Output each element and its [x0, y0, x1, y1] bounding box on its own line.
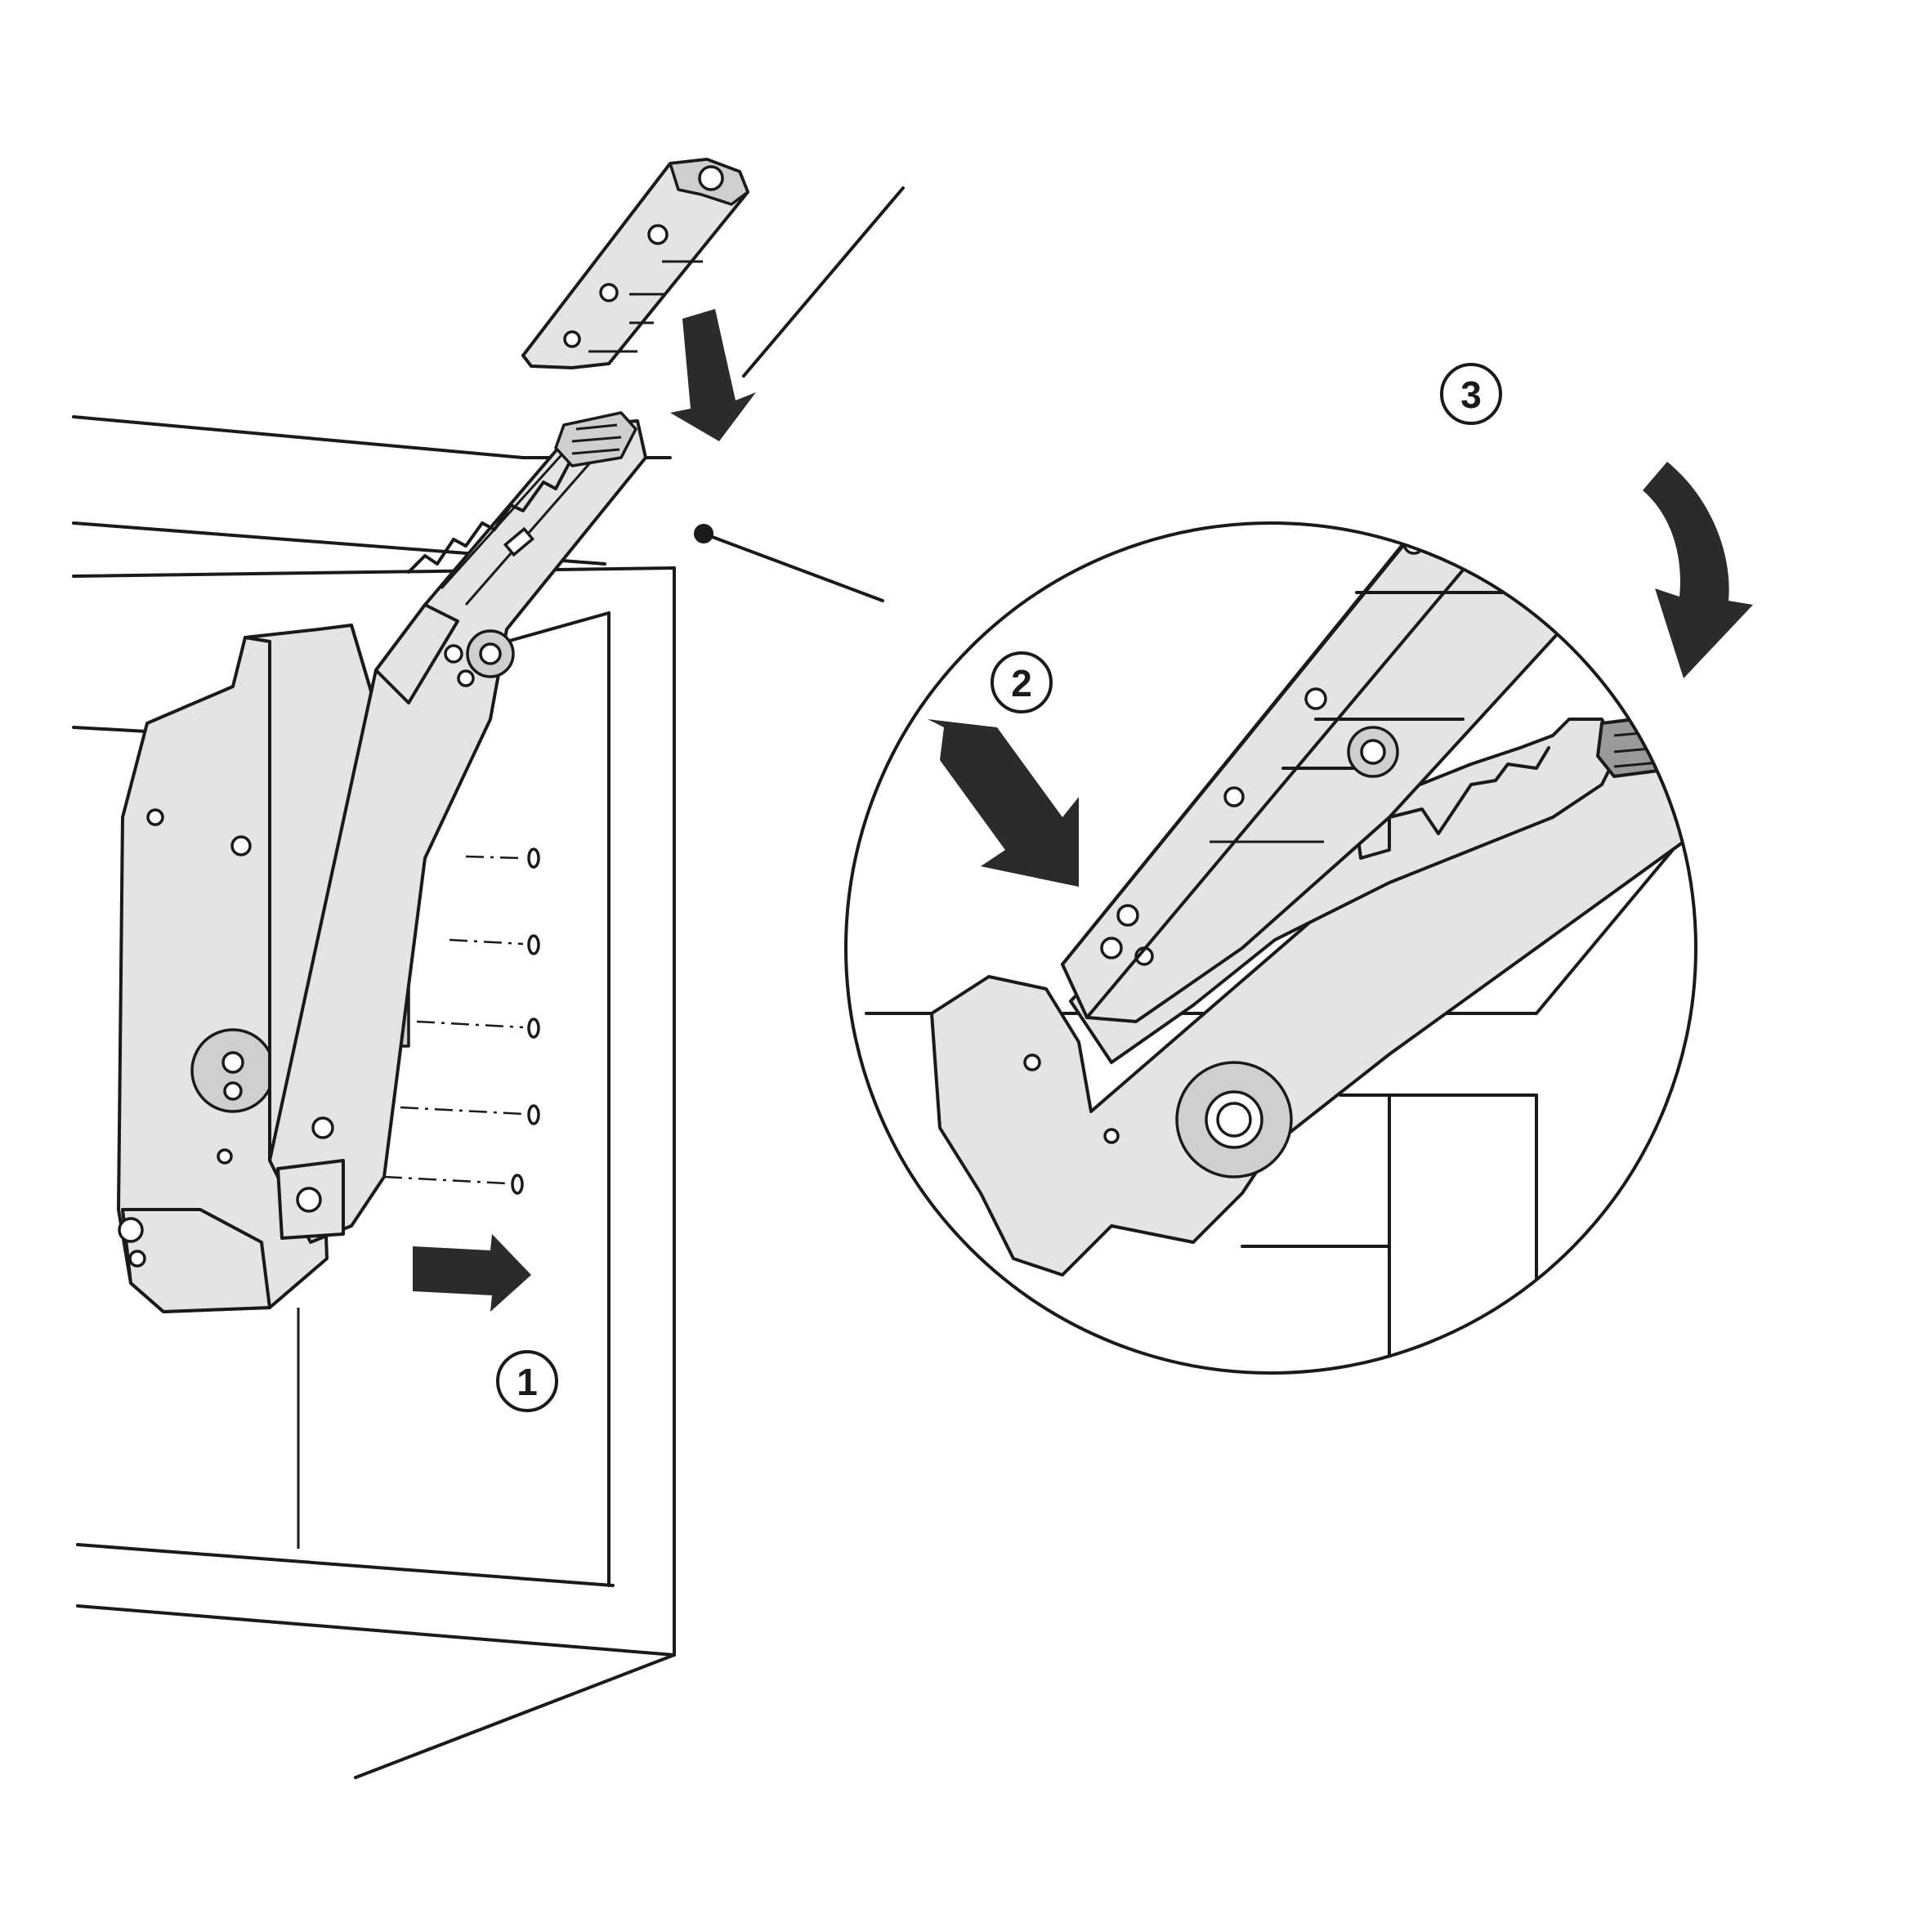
step-3-label: 3: [1440, 363, 1502, 425]
step-2-label: 2: [991, 651, 1053, 713]
lift-mechanism: [117, 411, 647, 1313]
down-arrow: [670, 309, 756, 441]
detail-callout-pointer: [694, 524, 884, 602]
cabinet: [72, 186, 905, 1779]
step-1-label: 1: [496, 1350, 558, 1412]
step-3-arrow: [1643, 462, 1753, 678]
drill-holes: [383, 847, 540, 1195]
svg-text:2: 2: [1011, 662, 1032, 704]
mounting-plate: [521, 158, 749, 369]
svg-text:3: 3: [1460, 373, 1482, 416]
svg-text:1: 1: [517, 1361, 538, 1403]
step-2-arrow: [928, 719, 1079, 887]
right-arrow: [413, 1234, 531, 1312]
